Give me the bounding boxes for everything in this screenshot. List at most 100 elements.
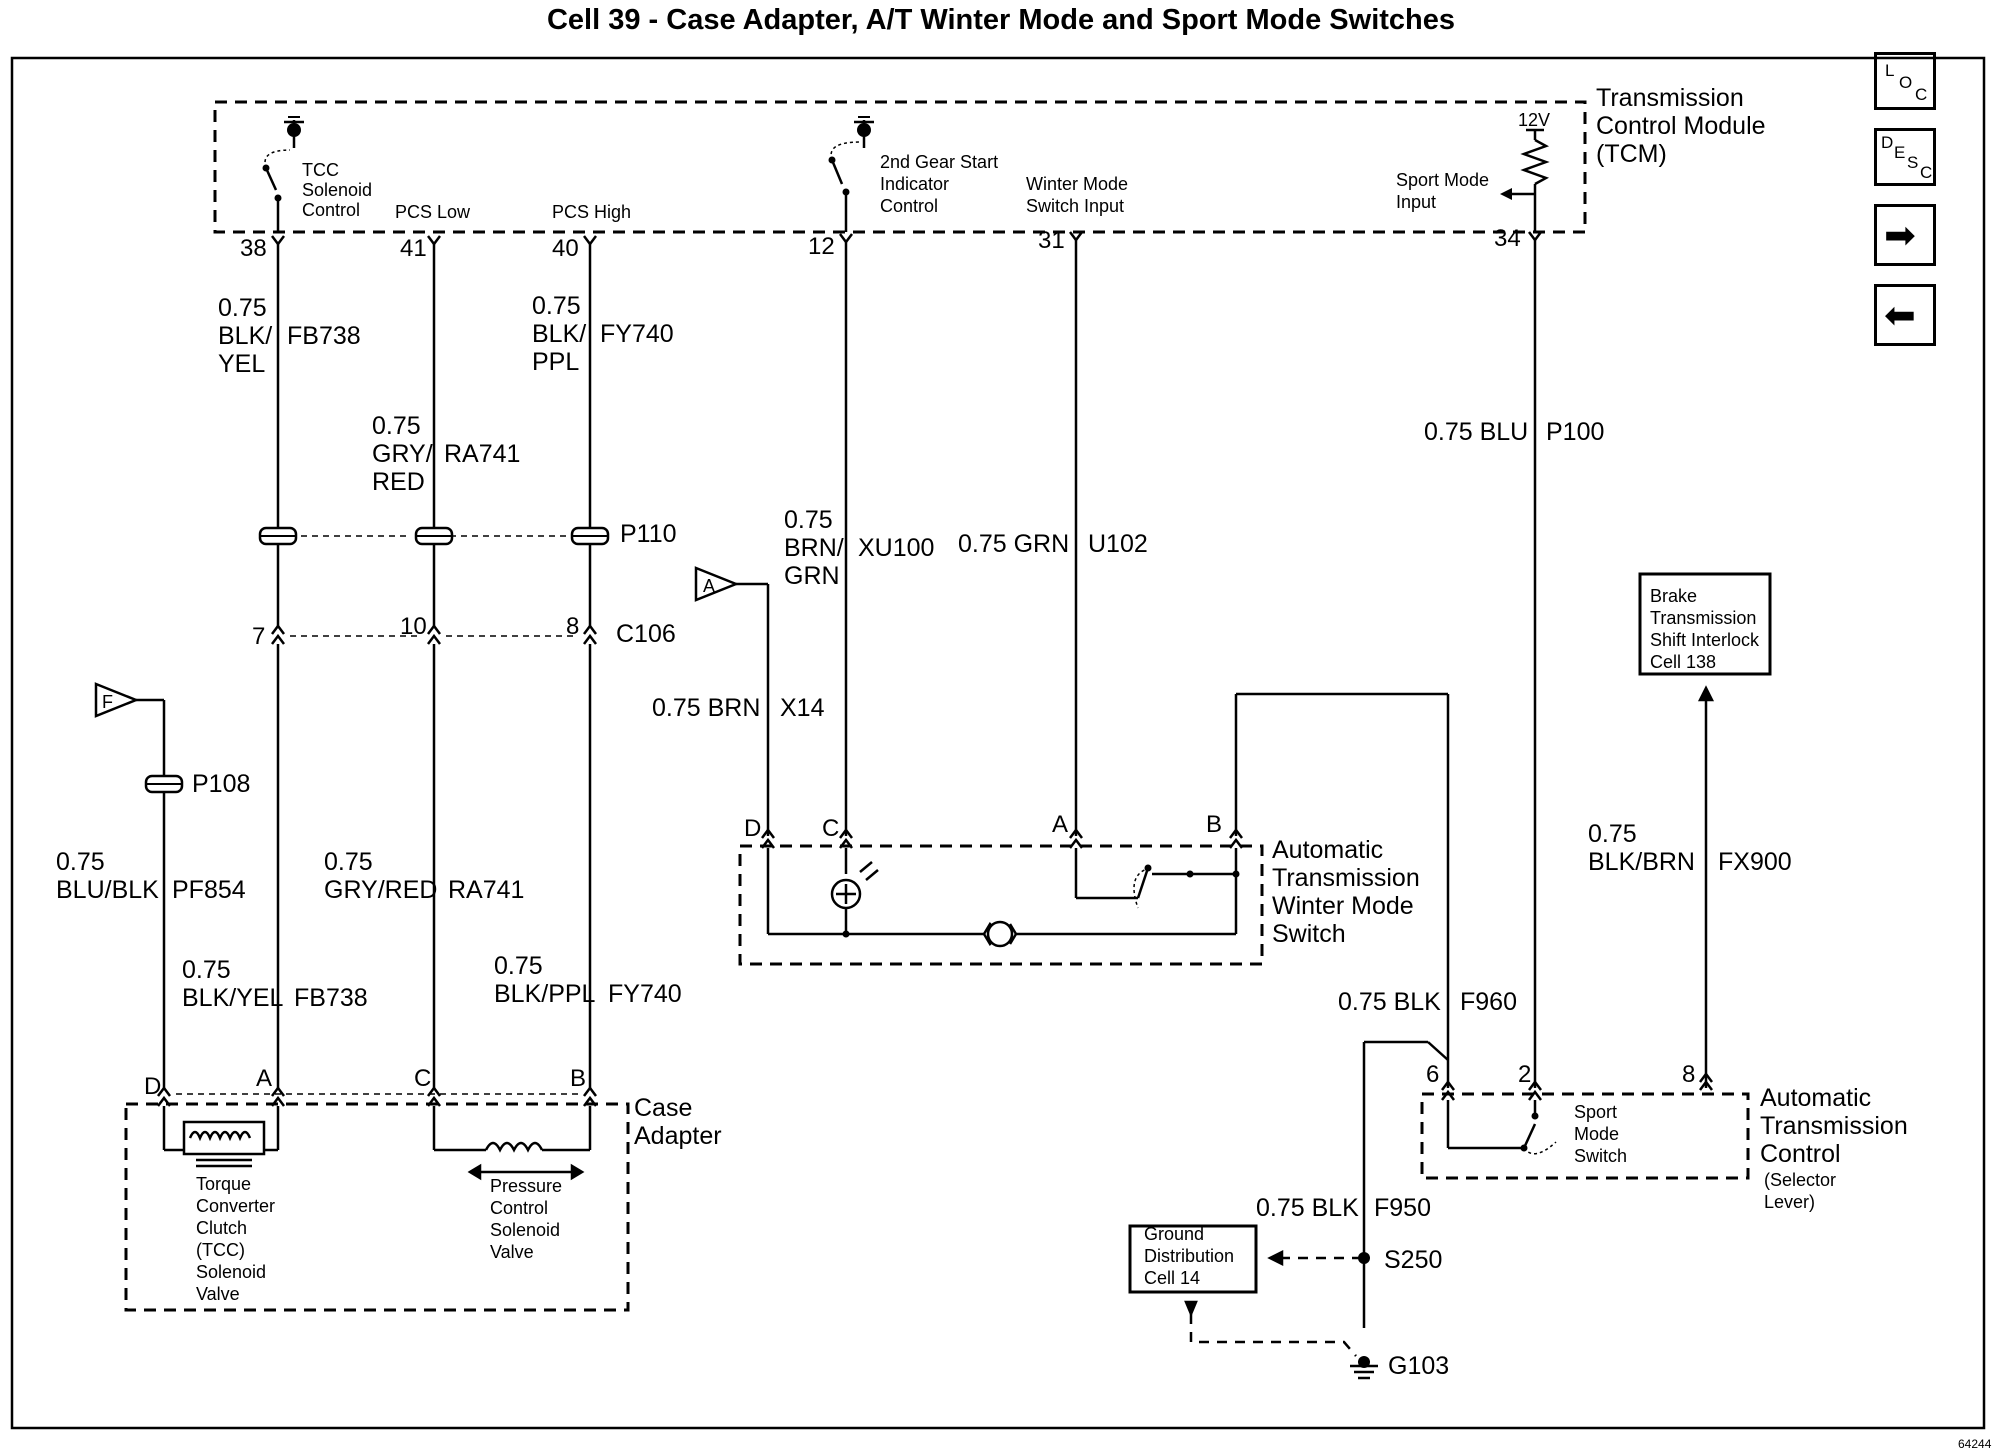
wb-circuit: FY740 <box>608 980 682 1008</box>
next-button[interactable]: ➡ <box>1874 204 1936 266</box>
wb-color: BLK/PPL <box>494 980 596 1008</box>
desc-button[interactable]: D E S C <box>1874 128 1936 186</box>
pin-41: 41 <box>400 235 427 262</box>
w40-circuit: FY740 <box>600 320 674 348</box>
p108-label: P108 <box>192 770 250 798</box>
wc-circuit: RA741 <box>448 876 524 904</box>
w38-color-1: BLK/ <box>218 322 272 350</box>
sport-input-label-line-2: Input <box>1396 192 1436 212</box>
btsi-line-3: Shift Interlock <box>1650 630 1760 650</box>
wx14-label: 0.75 BRN <box>652 694 760 722</box>
desc-letter-e: E <box>1894 143 1906 162</box>
desc-letter-s: S <box>1907 153 1919 172</box>
offpage-f-label: F <box>102 692 113 712</box>
lower-wire-bundle <box>276 644 592 1088</box>
w41-size: 0.75 <box>372 412 421 440</box>
offpage-a-label: A <box>703 576 715 596</box>
ground-dist-line-2: Distribution <box>1144 1246 1234 1266</box>
tcc-valve-label-5: Solenoid <box>196 1262 266 1282</box>
wa-size: 0.75 <box>182 956 231 984</box>
w34-label: 0.75 BLU <box>1424 418 1528 446</box>
loc-button[interactable]: L O C <box>1874 52 1936 110</box>
w12-circuit: XU100 <box>858 534 934 562</box>
atc-name-2: Transmission <box>1760 1112 1908 1140</box>
pin-34: 34 <box>1494 225 1521 252</box>
pcs-low-label: PCS Low <box>395 202 471 222</box>
case-pin-d: D <box>144 1073 161 1100</box>
winter-pin-b: B <box>1206 811 1222 838</box>
ground-distribution-box <box>1128 1224 1258 1294</box>
w12-color-2: GRN <box>784 562 840 590</box>
ground-path <box>1184 1249 1378 1380</box>
wf-circuit: PF854 <box>172 876 246 904</box>
case-pin-c: C <box>414 1065 431 1092</box>
winter-pin-c: C <box>822 815 839 842</box>
btsi-line-1: Brake <box>1650 586 1697 606</box>
s250-splice <box>1358 1252 1370 1264</box>
w31-label: 0.75 GRN <box>958 530 1069 558</box>
wb-size: 0.75 <box>494 952 543 980</box>
btsi-line-4: Cell 138 <box>1650 652 1716 672</box>
figure-number: 64244 <box>1958 1437 1992 1451</box>
winter-switch-name-3: Winter Mode <box>1272 892 1414 920</box>
btsi-box <box>1638 572 1772 676</box>
case-adapter-name-2: Adapter <box>634 1122 722 1150</box>
atc-sub-1: (Selector <box>1764 1170 1836 1190</box>
c106-pin-10: 10 <box>400 613 427 640</box>
f950-circuit: F950 <box>1374 1194 1431 1222</box>
second-gear-label-line-1: 2nd Gear Start <box>880 152 998 172</box>
p110-label: P110 <box>620 520 677 548</box>
prev-button[interactable]: ⬅ <box>1874 284 1936 346</box>
tcm-name-line-3: (TCM) <box>1596 140 1667 168</box>
wa-circuit: FB738 <box>294 984 368 1012</box>
tcm-name-line-2: Control Module <box>1596 112 1766 140</box>
desc-letter-d: D <box>1881 133 1894 152</box>
g103-label: G103 <box>1388 1352 1449 1380</box>
s250-label: S250 <box>1384 1246 1442 1274</box>
w12-size: 0.75 <box>784 506 833 534</box>
atc-internals <box>1441 1071 1713 1155</box>
offpage-f-connector <box>94 682 166 1088</box>
second-gear-label-line-3: Control <box>880 196 938 216</box>
outer-frame <box>10 56 1986 1430</box>
w41-color-1: GRY/ <box>372 440 433 468</box>
w38-color-2: YEL <box>218 350 265 378</box>
winter-pin-d: D <box>744 815 761 842</box>
pcs-valve-label-2: Control <box>490 1198 548 1218</box>
c106-label: C106 <box>616 620 676 648</box>
pin-12: 12 <box>808 233 835 260</box>
btsi-line-2: Transmission <box>1650 608 1756 628</box>
winter-junction-1 <box>842 930 850 938</box>
atc-junction-2 <box>1531 1112 1539 1120</box>
wc-color: GRY/RED <box>324 876 437 904</box>
pressure-control-solenoid <box>432 1106 592 1181</box>
atc-pin-8: 8 <box>1682 1061 1695 1088</box>
pin-40: 40 <box>552 235 579 262</box>
winter-junction-4 <box>1186 870 1194 878</box>
upper-wire-bundle <box>276 244 592 626</box>
winter-junction-2 <box>1232 870 1240 878</box>
c106-pin-8: 8 <box>566 613 579 640</box>
winter-input-label-line-1: Winter Mode <box>1026 174 1128 194</box>
desc-letter-c: C <box>1920 163 1933 182</box>
winter-junction-3 <box>1144 864 1152 872</box>
f960-circuit: F960 <box>1460 988 1517 1016</box>
case-adapter-name-1: Case <box>634 1094 692 1122</box>
w40-size: 0.75 <box>532 292 581 320</box>
tcc-control-switch <box>262 116 304 232</box>
w40-color-1: BLK/ <box>532 320 586 348</box>
loc-letter-c: C <box>1915 85 1928 104</box>
sport-switch-label-2: Mode <box>1574 1124 1619 1144</box>
tcm-name-line-1: Transmission <box>1596 84 1744 112</box>
second-gear-switch <box>828 116 874 232</box>
atc-name-1: Automatic <box>1760 1084 1871 1112</box>
tcm-box <box>213 100 1587 234</box>
c106-connector <box>271 623 597 645</box>
pcs-valve-label-3: Solenoid <box>490 1220 560 1240</box>
p110-grommet <box>258 526 610 546</box>
atc-pin-2: 2 <box>1518 1061 1531 1088</box>
fx900-color: BLK/BRN <box>1588 848 1695 876</box>
pin-38: 38 <box>240 235 267 262</box>
tcc-valve-label-6: Valve <box>196 1284 240 1304</box>
